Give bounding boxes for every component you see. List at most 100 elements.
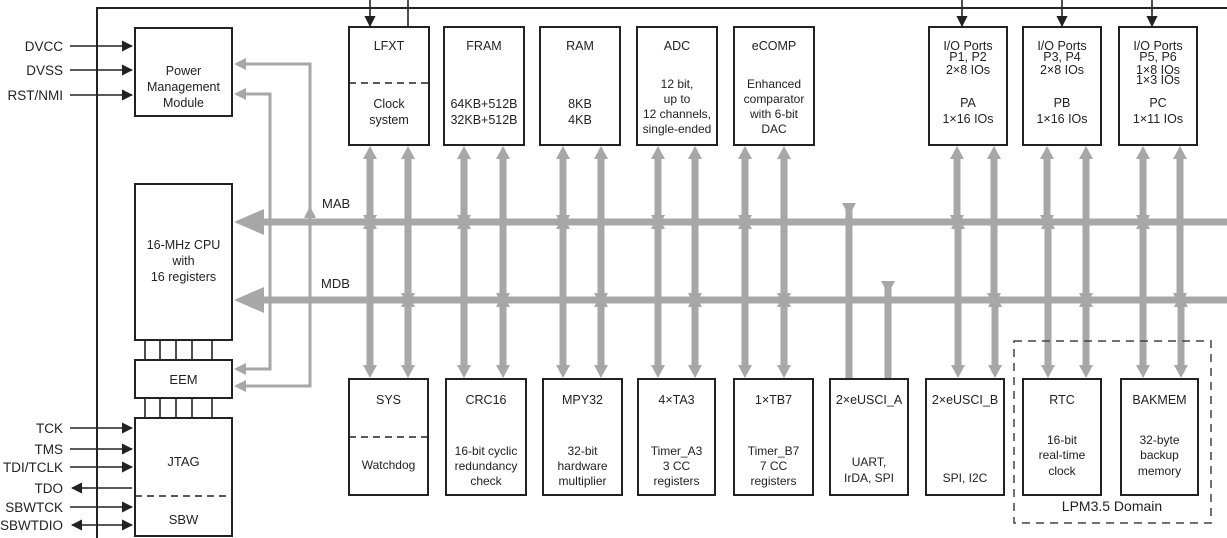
module-title: 4×TA3 bbox=[658, 393, 694, 407]
cpu-block: 16-MHz CPU with 16 registers bbox=[134, 183, 233, 341]
bottom-bus-arrow-5 bbox=[594, 294, 608, 378]
module-title: LFXT bbox=[374, 39, 405, 53]
module-detail: Timer_A3 bbox=[651, 444, 703, 458]
module-title: RTC bbox=[1049, 393, 1074, 407]
eem-label: EEM bbox=[169, 372, 197, 387]
bottom-bus-arrow-1 bbox=[401, 294, 415, 378]
bottom-bus-arrow-6 bbox=[651, 216, 665, 378]
top-bus-arrow-8 bbox=[738, 146, 752, 228]
pin-label: TDI/TCLK bbox=[3, 460, 63, 475]
top-bus-arrow-11 bbox=[987, 146, 1001, 306]
module-title: MPY32 bbox=[562, 393, 603, 407]
module-detail: P1, P2 bbox=[949, 50, 987, 64]
bottom-bus-arrow-9 bbox=[777, 294, 791, 378]
module-detail: 7 CC bbox=[760, 459, 788, 473]
sbw-label: SBW bbox=[169, 512, 199, 527]
module-detail: Timer_B7 bbox=[748, 444, 800, 458]
module-detail: hardware bbox=[557, 459, 607, 473]
power-management-block: Power Management Module bbox=[134, 27, 233, 117]
bottom-bus-arrow-7 bbox=[688, 294, 702, 378]
pin-label: DVSS bbox=[26, 63, 63, 78]
pin-dvcc: DVCC bbox=[25, 39, 134, 54]
module-detail: check bbox=[470, 474, 502, 488]
eusci-a-mdb-arrow bbox=[881, 281, 895, 378]
bakmem-mdb-arrow bbox=[1174, 294, 1188, 378]
rtc-mab-arrow bbox=[1041, 216, 1055, 378]
module-title: I/O Ports bbox=[943, 39, 992, 53]
module-detail: PA bbox=[960, 96, 976, 110]
module-detail: real-time bbox=[1039, 448, 1086, 462]
top-bus-arrow-2 bbox=[457, 146, 471, 228]
mab-cpu-arrowhead bbox=[234, 209, 264, 235]
bottom-bus-arrow-3 bbox=[496, 294, 510, 378]
module-detail: 12 channels, bbox=[643, 107, 711, 121]
bottom-bus-arrow-2 bbox=[457, 216, 471, 378]
module-detail: 16-bit cyclic bbox=[455, 444, 518, 458]
module-detail: multiplier bbox=[558, 474, 606, 488]
module-title: BAKMEM bbox=[1132, 393, 1186, 407]
jtag-label: JTAG bbox=[167, 454, 199, 469]
module-detail: Enhanced bbox=[747, 77, 801, 91]
jtag-sbw-block: JTAG SBW bbox=[134, 417, 233, 537]
pin-tms: TMS bbox=[35, 442, 134, 457]
module-title: ADC bbox=[664, 39, 690, 53]
pmm-line-2: Management bbox=[147, 80, 220, 94]
pin-tck: TCK bbox=[36, 421, 134, 436]
module-detail: 1×11 IOs bbox=[1133, 112, 1183, 126]
pin-rst-nmi: RST/NMI bbox=[8, 88, 134, 103]
module-detail: UART, bbox=[852, 455, 886, 469]
pin-label: RST/NMI bbox=[8, 88, 64, 103]
lpm35-domain-label: LPM3.5 Domain bbox=[1062, 498, 1162, 514]
module-detail: clock bbox=[1048, 464, 1076, 478]
cpu-line-1: 16-MHz CPU bbox=[147, 238, 221, 252]
top-bus-arrow-15 bbox=[1173, 146, 1187, 306]
module-detail: 2×8 IOs bbox=[946, 63, 990, 77]
module-detail: 12 bit, bbox=[661, 77, 694, 91]
pin-label: SBWTDIO bbox=[0, 518, 63, 533]
top-bus-arrow-7 bbox=[688, 146, 702, 306]
module-detail: 3 CC bbox=[663, 459, 691, 473]
top-bus-arrow-9 bbox=[777, 146, 791, 306]
mab-label: MAB bbox=[322, 196, 350, 211]
pin-tdo: TDO bbox=[35, 481, 132, 496]
top-bus-arrow-4 bbox=[556, 146, 570, 228]
pin-tdi-tclk: TDI/TCLK bbox=[3, 460, 134, 475]
mdb-cpu-arrowhead bbox=[234, 287, 264, 313]
module-detail: P5, P6 bbox=[1139, 50, 1177, 64]
module-detail: 32-byte bbox=[1139, 433, 1179, 447]
bus-layer bbox=[234, 58, 1227, 392]
cpu-line-3: 16 registers bbox=[151, 270, 216, 284]
module-detail: single-ended bbox=[643, 122, 712, 136]
module-detail: 32-bit bbox=[567, 444, 598, 458]
cpu-eem-connectors bbox=[144, 340, 213, 418]
module-detail: 8KB bbox=[568, 97, 592, 111]
module-detail: 32KB+512B bbox=[450, 113, 517, 127]
bottom-bus-arrow-8 bbox=[738, 216, 752, 378]
top-bus-arrow-5 bbox=[594, 146, 608, 306]
cpu-line-2: with bbox=[171, 254, 194, 268]
module-detail: SPI, I2C bbox=[943, 471, 988, 485]
module-detail: 1×8 IOs bbox=[1136, 63, 1180, 77]
module-title: RAM bbox=[566, 39, 594, 53]
module-detail: PB bbox=[1054, 96, 1071, 110]
module-detail: memory bbox=[1138, 464, 1181, 478]
pin-label: DVCC bbox=[25, 39, 64, 54]
module-title: I/O Ports bbox=[1037, 39, 1086, 53]
top-bus-arrow-10 bbox=[950, 146, 964, 228]
module-detail: 2×8 IOs bbox=[1040, 63, 1084, 77]
top-bus-arrow-14 bbox=[1136, 146, 1150, 228]
